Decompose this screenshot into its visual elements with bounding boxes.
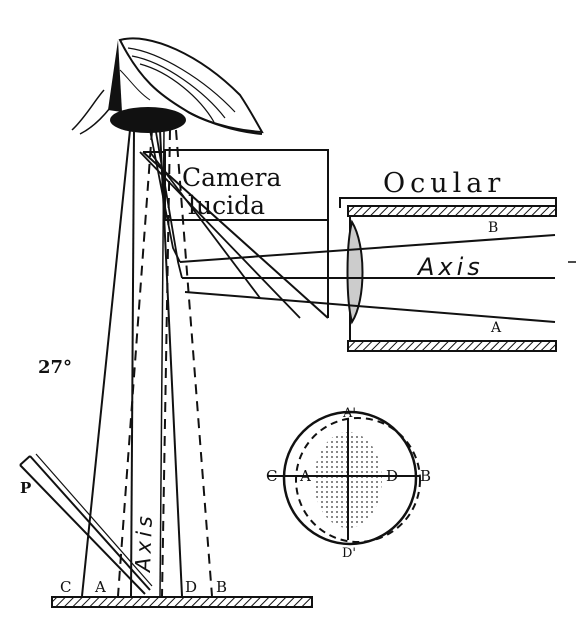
circle-label-d-prime: D' — [342, 546, 356, 561]
ray-dashed-axis — [161, 129, 171, 597]
prism-hypotenuse — [142, 151, 329, 319]
ray-dashed-b — [175, 129, 213, 597]
ray-to-c — [81, 129, 131, 597]
ray-to-a — [130, 129, 135, 597]
ray-to-axis — [159, 129, 165, 597]
camera-label-line1: Camera — [182, 163, 281, 192]
ray-prism-4 — [149, 151, 261, 299]
circle-label-d: D — [386, 467, 398, 485]
field-circle-dashed — [295, 417, 421, 543]
ray-b-label: B — [488, 220, 498, 236]
field-circle-solid — [282, 410, 418, 546]
field-circles — [268, 410, 421, 546]
ray-a-ocular — [184, 291, 556, 323]
pencil-illustration — [19, 453, 153, 595]
ocular-axis-label: Axis — [416, 253, 484, 281]
circle-label-a-prime: A' — [342, 406, 356, 421]
ray-dashed-a — [117, 129, 153, 597]
camera-label-line2: lucida — [188, 191, 265, 220]
table-label-d: D — [185, 578, 197, 596]
ocular-label: Ocular — [383, 168, 505, 199]
camera-lucida-box: Camera lucida — [164, 149, 329, 221]
circle-label-b: B — [420, 467, 431, 485]
ray-b-ocular — [179, 234, 556, 263]
ray-a-label: A — [490, 320, 502, 336]
table-label-a: A — [94, 578, 106, 596]
angle-label: 27° — [38, 357, 72, 378]
eye-illustration — [71, 37, 264, 135]
table-label-b: B — [216, 578, 227, 596]
circle-label-a: A — [299, 467, 311, 485]
ray-prism-3 — [139, 151, 301, 319]
circle-label-c: C — [266, 467, 277, 485]
pencil-label: P — [20, 479, 31, 497]
table-label-c: C — [60, 578, 71, 596]
pupil — [110, 107, 186, 133]
vertical-axis-label: Axis — [131, 512, 157, 574]
drawing-table — [51, 596, 313, 608]
